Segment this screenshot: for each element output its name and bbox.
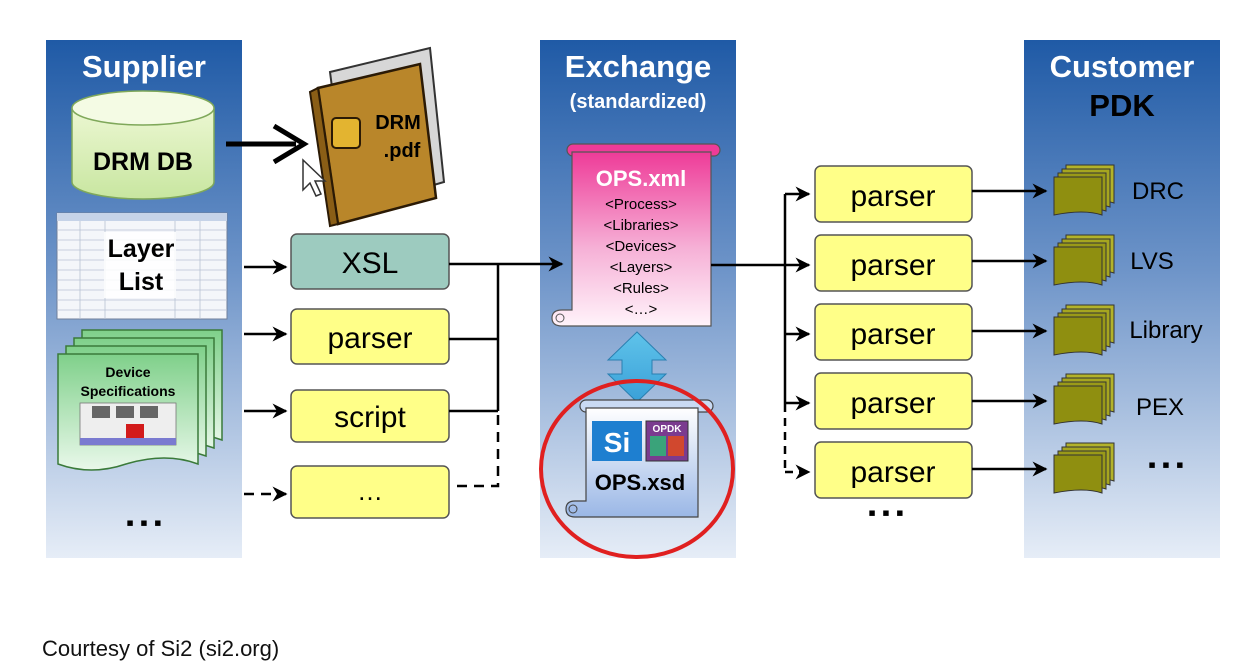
lvs-document-stack-icon bbox=[1053, 234, 1115, 286]
supplier-parser-label: parser bbox=[327, 322, 412, 355]
mouse-cursor-icon bbox=[302, 158, 327, 197]
ops-xsd-scroll[interactable]: Si OPDK OPS.xsd bbox=[565, 399, 714, 518]
ops-xml-scroll[interactable]: OPS.xml <Process> <Libraries> <Devices> … bbox=[551, 143, 721, 327]
more-processing-box[interactable]: … bbox=[290, 465, 450, 519]
xsl-box[interactable]: XSL bbox=[290, 233, 450, 290]
output-label-library: Library bbox=[1129, 317, 1202, 344]
si2-logo-icon bbox=[592, 421, 642, 461]
ops-xml-line-rules: <Rules> bbox=[613, 280, 669, 297]
output-label-drc: DRC bbox=[1132, 178, 1184, 205]
ops-xml-title: OPS.xml bbox=[596, 166, 686, 191]
supplier-parser-box[interactable]: parser bbox=[290, 308, 450, 365]
device-specs-label-2: Specifications bbox=[81, 383, 176, 399]
xsl-label: XSL bbox=[342, 247, 399, 280]
customer-subtitle: PDK bbox=[1089, 88, 1155, 123]
ops-xml-line-more: <…> bbox=[625, 301, 658, 318]
layer-list-label-1: Layer bbox=[108, 235, 175, 263]
drm-pdf-book-icon: DRM .pdf bbox=[308, 46, 446, 228]
drm-pdf-label-2: .pdf bbox=[384, 140, 421, 162]
ops-xml-line-layers: <Layers> bbox=[610, 259, 673, 276]
customer-parser-label: parser bbox=[850, 387, 935, 420]
connector-dashed-more bbox=[457, 414, 500, 488]
exchange-subtitle: (standardized) bbox=[570, 91, 707, 113]
ops-xml-line-libraries: <Libraries> bbox=[603, 217, 678, 234]
customer-parser-box-drc[interactable]: parser bbox=[814, 165, 973, 223]
drm-db-cylinder: DRM DB bbox=[71, 90, 215, 200]
si2-logo-text: Si bbox=[604, 427, 630, 458]
customer-parser-box-library[interactable]: parser bbox=[814, 303, 973, 361]
drm-db-label: DRM DB bbox=[93, 148, 193, 176]
supplier-title: Supplier bbox=[82, 49, 206, 84]
customer-title: Customer bbox=[1050, 49, 1195, 84]
script-box[interactable]: script bbox=[290, 389, 450, 443]
drc-document-stack-icon bbox=[1053, 164, 1115, 216]
courtesy-caption: Courtesy of Si2 (si2.org) bbox=[42, 636, 280, 661]
more-processing-label: … bbox=[357, 476, 383, 506]
customer-parser-label: parser bbox=[850, 318, 935, 351]
arrow-db-to-pdf-head bbox=[272, 123, 309, 165]
supplier-more-ellipsis: ▪ ▪ ▪ bbox=[126, 510, 162, 535]
ops-xml-line-devices: <Devices> bbox=[606, 238, 677, 255]
pex-document-stack-icon bbox=[1053, 373, 1115, 425]
script-label: script bbox=[334, 401, 406, 434]
device-specs-label-1: Device bbox=[105, 364, 150, 380]
customer-parser-label: parser bbox=[850, 456, 935, 489]
parsers-more-ellipsis: ▪ ▪ ▪ bbox=[868, 500, 904, 525]
ops-xml-line-process: <Process> bbox=[605, 196, 677, 213]
ops-xsd-title: OPS.xsd bbox=[595, 470, 685, 495]
layer-list-spreadsheet: Layer List bbox=[56, 212, 228, 320]
output-label-pex: PEX bbox=[1136, 394, 1184, 421]
customer-parser-box-lvs[interactable]: parser bbox=[814, 234, 973, 292]
output-label-lvs: LVS bbox=[1130, 248, 1174, 275]
opdk-logo-text: OPDK bbox=[653, 424, 683, 435]
customer-parser-label: parser bbox=[850, 249, 935, 282]
exchange-title: Exchange bbox=[565, 49, 711, 84]
customer-parser-box-pex[interactable]: parser bbox=[814, 372, 973, 430]
device-specifications-stack: Device Specifications bbox=[57, 329, 223, 471]
highlight-circle bbox=[539, 379, 735, 559]
customer-parser-box-more[interactable]: parser bbox=[814, 441, 973, 499]
output-label-more: ▪ ▪ ▪ bbox=[1148, 452, 1184, 477]
library-document-stack-icon bbox=[1053, 304, 1115, 356]
layer-list-label-2: List bbox=[119, 268, 164, 296]
customer-parser-label: parser bbox=[850, 180, 935, 213]
drm-pdf-label-1: DRM bbox=[375, 112, 421, 134]
more-document-stack-icon bbox=[1053, 442, 1115, 494]
